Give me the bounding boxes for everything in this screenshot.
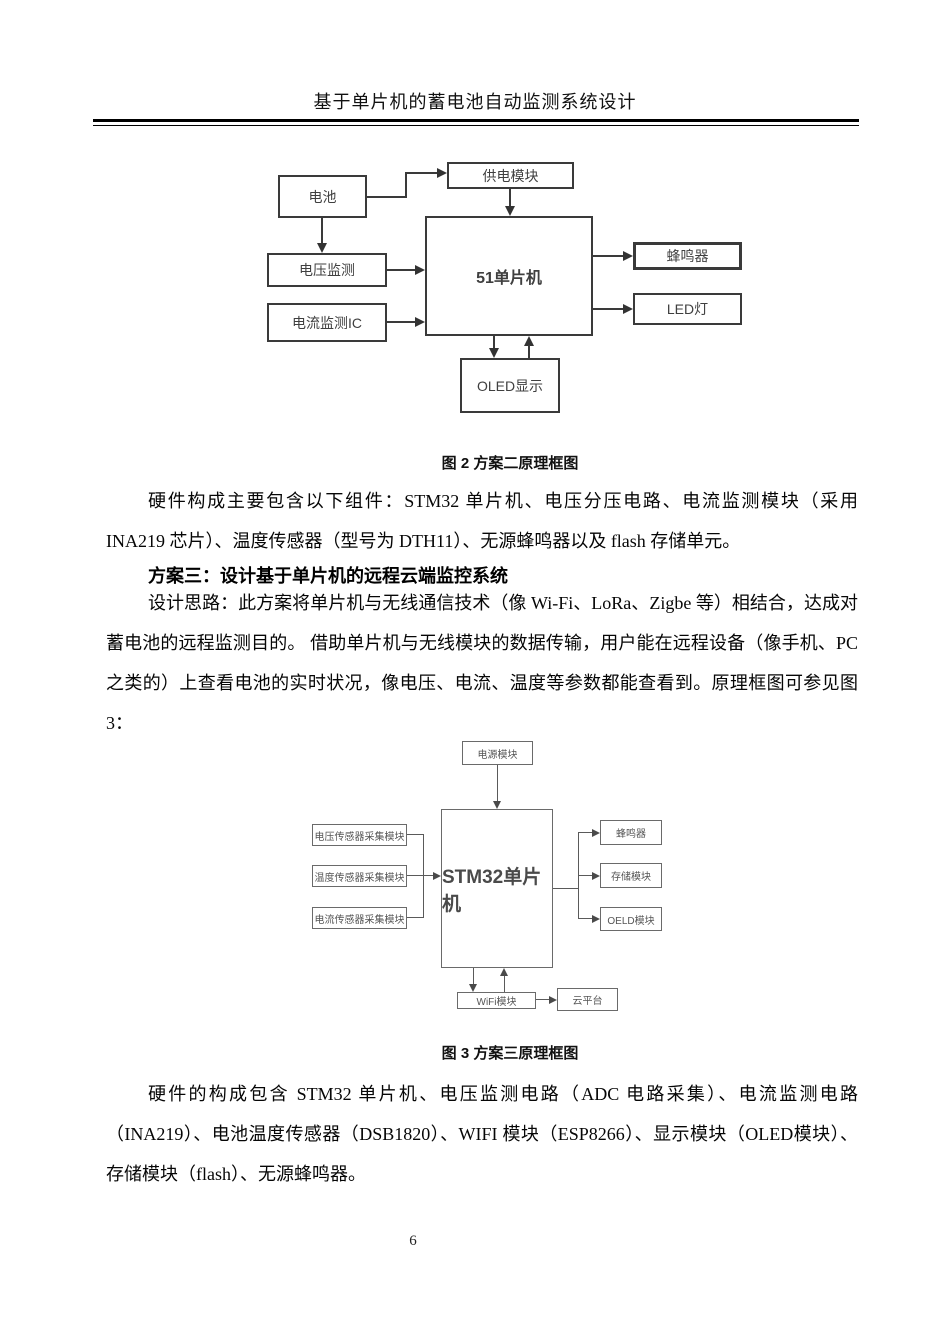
- arrowhead-icon: [524, 336, 534, 346]
- heading-plan3: 方案三：设计基于单片机的远程云端监控系统: [148, 566, 508, 586]
- connector: [423, 875, 433, 876]
- arrowhead-icon: [415, 317, 425, 327]
- connector: [578, 832, 592, 833]
- figure3-caption: 图 3 方案三原理框图: [441, 1045, 579, 1062]
- fig3-node-buzzer: 蜂鸣器: [600, 820, 662, 845]
- connector: [423, 834, 424, 918]
- arrowhead-icon: [623, 304, 633, 314]
- fig3-node-cloud: 云平台: [557, 988, 618, 1011]
- connector: [553, 888, 579, 889]
- fig2-node-buzzer: 蜂鸣器: [633, 242, 742, 270]
- fig3-node-storage: 存储模块: [600, 863, 662, 888]
- connector: [407, 834, 424, 835]
- fig2-node-current: 电流监测IC: [267, 303, 387, 342]
- arrowhead-icon: [592, 829, 600, 837]
- paragraph-hardware-plan3: 硬件的构成包含 STM32 单片机、电压监测电路（ADC 电路采集）、电流监测电…: [106, 1084, 858, 1184]
- connector: [578, 875, 592, 876]
- connector: [407, 917, 424, 918]
- connector: [536, 999, 549, 1000]
- fig2-node-voltage: 电压监测: [267, 253, 387, 287]
- figure2-caption: 图 2 方案二原理框图: [441, 455, 579, 472]
- connector: [509, 189, 511, 208]
- fig2-node-mcu: 51单片机: [425, 216, 593, 336]
- page-header-title: 基于单片机的蓄电池自动监测系统设计: [313, 92, 637, 112]
- connector: [366, 196, 407, 198]
- arrowhead-icon: [415, 265, 425, 275]
- arrowhead-icon: [505, 206, 515, 216]
- connector: [593, 255, 624, 257]
- connector: [387, 269, 416, 271]
- arrowhead-icon: [592, 872, 600, 880]
- arrowhead-icon: [549, 996, 557, 1004]
- fig2-node-oled: OLED显示: [460, 358, 560, 413]
- arrowhead-icon: [493, 801, 501, 809]
- arrowhead-icon: [489, 348, 499, 358]
- header-rule-thin: [93, 125, 859, 126]
- connector: [578, 918, 592, 919]
- fig3-node-mcu: STM32单片机: [441, 809, 553, 968]
- fig3-node-current-sensor: 电流传感器采集模块: [312, 907, 407, 929]
- connector: [497, 765, 498, 802]
- fig3-node-temp-sensor: 温度传感器采集模块: [312, 865, 407, 887]
- paragraph-hardware-plan2: 硬件构成主要包含以下组件：STM32 单片机、电压分压电路、电流监测模块（采用 …: [106, 491, 858, 551]
- arrowhead-icon: [469, 984, 477, 992]
- fig3-node-wifi: WiFi模块: [457, 992, 536, 1009]
- fig3-node-voltage-sensor: 电压传感器采集模块: [312, 824, 407, 846]
- connector: [405, 173, 407, 198]
- connector: [405, 172, 438, 174]
- arrowhead-icon: [592, 915, 600, 923]
- arrowhead-icon: [317, 243, 327, 253]
- arrowhead-icon: [623, 251, 633, 261]
- arrowhead-icon: [500, 968, 508, 976]
- fig3-node-power: 电源模块: [462, 741, 533, 765]
- connector: [528, 345, 530, 358]
- page-number: 6: [409, 1233, 417, 1249]
- fig2-node-led: LED灯: [633, 293, 742, 325]
- header-rule-thick: [93, 119, 859, 122]
- fig2-node-battery: 电池: [278, 175, 367, 218]
- connector: [407, 875, 424, 876]
- fig2-node-power: 供电模块: [447, 162, 574, 189]
- paragraph-design-idea: 设计思路：此方案将单片机与无线通信技术（像 Wi-Fi、LoRa、Zigbe 等…: [106, 593, 858, 733]
- connector: [493, 336, 495, 349]
- connector: [504, 976, 505, 992]
- connector: [321, 218, 323, 244]
- connector: [387, 321, 416, 323]
- connector: [593, 308, 624, 310]
- arrowhead-icon: [433, 872, 441, 880]
- fig3-node-oeld: OELD模块: [600, 907, 662, 931]
- connector: [473, 968, 474, 984]
- arrowhead-icon: [437, 168, 447, 178]
